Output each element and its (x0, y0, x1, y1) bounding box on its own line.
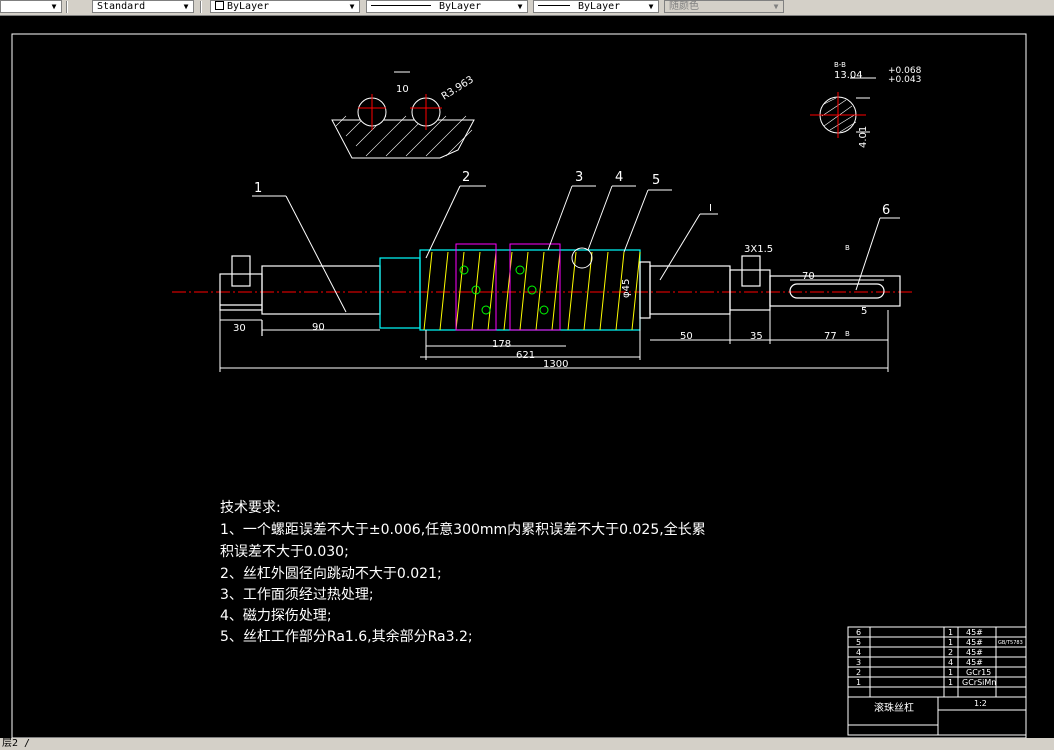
chevron-down-icon: ▼ (517, 2, 523, 11)
sec-tol-upper: +0.068 (888, 66, 922, 76)
tb-row-no: 2 (856, 668, 861, 677)
detail-label: I (709, 203, 712, 214)
dim-178: 178 (492, 339, 511, 350)
dim-3x1.5: 3X1.5 (744, 244, 773, 255)
tb-row-qty: 4 (948, 658, 953, 667)
dim-70: 70 (802, 271, 815, 282)
dim-90: 90 (312, 322, 325, 333)
dim-621: 621 (516, 350, 535, 361)
title-block (847, 626, 1027, 736)
dim-10: 10 (396, 84, 409, 95)
text-style-combo[interactable]: Standard ▼ (92, 0, 194, 13)
chevron-down-icon: ▼ (183, 2, 189, 11)
toolbar-separator (200, 1, 202, 13)
drawing-frame (11, 33, 1027, 738)
section-marker-top: B (845, 244, 850, 252)
tb-row-qty: 1 (948, 678, 953, 687)
leader-lines (252, 185, 900, 313)
tb-row-material: 45# (966, 638, 983, 647)
drawing-canvas[interactable]: 1 2 3 4 5 6 I 30 90 178 621 1300 50 35 7… (0, 16, 1054, 738)
ball-nut-section (455, 243, 561, 331)
lineweight-sample-icon (538, 5, 570, 6)
tb-scale: 1:2 (974, 699, 987, 708)
tb-row-material: 45# (966, 648, 983, 657)
part-label-3: 3 (575, 170, 583, 185)
color-combo[interactable]: 随颜色 ▼ (664, 0, 784, 13)
linetype-value: ByLayer (439, 1, 482, 12)
dim-radius: R3.963 (440, 74, 476, 102)
tb-row-no: 4 (856, 648, 861, 657)
command-line[interactable]: 层2 / (0, 738, 1054, 750)
section-view (810, 77, 876, 138)
tb-row-material: 45# (966, 628, 983, 637)
requirement-line: 3、工作面须经过热处理; (220, 587, 374, 603)
text-style-value: Standard (97, 1, 146, 12)
toolbar-separator (66, 1, 68, 13)
dim-50: 50 (680, 331, 693, 342)
sec-tol-lower: +0.043 (888, 75, 921, 85)
linetype-combo[interactable]: ByLayer ▼ (366, 0, 528, 13)
part-label-2: 2 (462, 170, 470, 185)
tb-row-no: 3 (856, 658, 861, 667)
tb-row-no: 5 (856, 638, 861, 647)
tb-row-no: 6 (856, 628, 861, 637)
ball-circles (459, 247, 593, 315)
dim-30: 30 (233, 323, 246, 334)
layer-combo[interactable]: ByLayer ▼ (210, 0, 360, 13)
tb-row-qty: 2 (948, 648, 953, 657)
dim-1300: 1300 (543, 359, 568, 370)
dim-5: 5 (861, 306, 867, 317)
tb-drawing-name: 滚珠丝杠 (874, 701, 914, 714)
linetype-sample-icon (371, 5, 431, 6)
requirement-line: 积误差不大于0.030; (220, 544, 349, 560)
color-value: 随颜色 (669, 1, 699, 12)
tb-row-qty: 1 (948, 668, 953, 677)
layer-value: ByLayer (227, 1, 270, 12)
part-label-5: 5 (652, 173, 660, 188)
sec-width: 13.04 (834, 70, 863, 81)
section-marker-bottom: B (845, 330, 850, 338)
tb-row-material: GCr15 (966, 668, 991, 677)
requirement-line: 4、磁力探伤处理; (220, 608, 332, 624)
requirement-line: 5、丝杠工作部分Ra1.6,其余部分Ra3.2; (220, 629, 473, 645)
lineweight-combo[interactable]: ByLayer ▼ (533, 0, 659, 13)
chevron-down-icon: ▼ (648, 2, 654, 11)
dim-35: 35 (750, 331, 763, 342)
thread-helix (423, 251, 641, 331)
properties-toolbar: ▼ Standard ▼ ByLayer ▼ ByLayer ▼ ByLayer… (0, 0, 1054, 16)
dimension-lines (219, 279, 889, 372)
tb-row-qty: 1 (948, 628, 953, 637)
part-label-1: 1 (254, 181, 262, 196)
tb-row-material: GCrSiMn (962, 678, 996, 687)
section-label: B-B (834, 61, 846, 69)
requirement-line: 1、一个螺距误差不大于±0.006,任意300mm内累积误差不大于0.025,全… (220, 522, 706, 538)
lineweight-value: ByLayer (578, 1, 621, 12)
sec-depth: 4.01 (858, 126, 869, 148)
requirement-line: 2、丝杠外圆径向跳动不大于0.021; (220, 566, 442, 582)
detail-view (331, 71, 475, 159)
part-label-4: 4 (615, 170, 623, 185)
color-swatch-icon (215, 1, 224, 10)
tb-row-standard: GB/T5783 (998, 640, 1023, 646)
tb-row-qty: 1 (948, 638, 953, 647)
tb-row-material: 45# (966, 658, 983, 667)
dim-phi45: φ45 (621, 279, 632, 298)
chevron-down-icon: ▼ (773, 2, 779, 11)
command-line-text: 层2 / (2, 738, 31, 749)
requirements-title: 技术要求: (220, 500, 281, 516)
dim-77: 77 (824, 331, 837, 342)
chevron-down-icon: ▼ (51, 2, 57, 11)
part-label-6: 6 (882, 203, 890, 218)
chevron-down-icon: ▼ (349, 2, 355, 11)
tb-row-no: 1 (856, 678, 861, 687)
prev-combo[interactable]: ▼ (0, 0, 62, 13)
